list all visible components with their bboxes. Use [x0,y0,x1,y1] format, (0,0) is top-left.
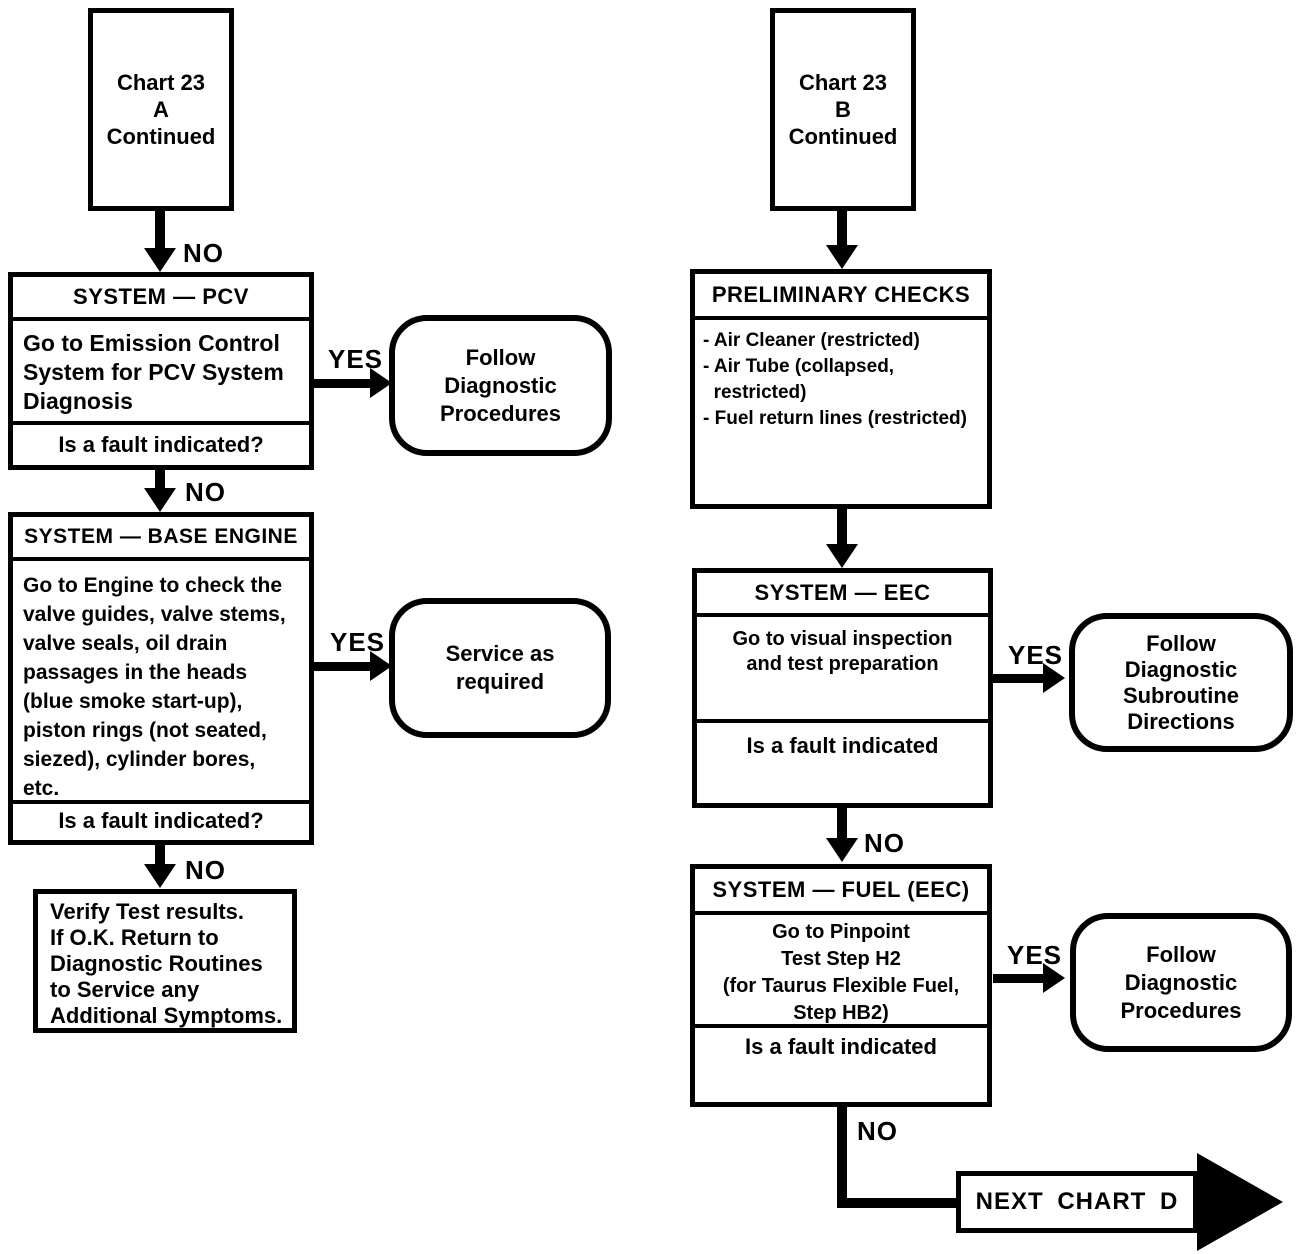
connector-line [314,662,374,671]
no-label: NO [857,1116,898,1146]
system-pcv-header: SYSTEM — PCV [13,277,309,321]
connector-line [155,470,165,490]
verify-test-results-node: Verify Test results. If O.K. Return to D… [33,889,297,1033]
connector-line [837,1198,958,1208]
start-node-chart-a: Chart 23 A Continued [88,8,234,211]
follow-diagnostic-procedures-node: Follow Diagnostic Procedures [389,315,612,456]
verify-test-results-text: Verify Test results. If O.K. Return to D… [50,899,283,1028]
system-base-engine-header: SYSTEM — BASE ENGINE [13,517,309,561]
service-as-required-node: Service as required [389,598,611,738]
connector-line [837,808,847,840]
arrow-down-icon [144,864,176,888]
arrow-down-icon [144,248,176,272]
arrow-right-icon [370,651,392,681]
follow-diagnostic-subroutine-label: Follow Diagnostic Subroutine Directions [1122,630,1240,734]
system-pcv-instruction: Go to Emission Control System for PCV Sy… [23,330,284,414]
preliminary-checks-header: PRELIMINARY CHECKS [695,274,987,320]
connector-line [837,211,847,247]
no-label: NO [183,238,224,268]
system-eec-node: SYSTEM — EEC Go to visual inspection and… [692,568,993,808]
next-chart-d-node: NEXT CHART D [956,1171,1198,1233]
follow-diagnostic-procedures-node-2: Follow Diagnostic Procedures [1070,913,1292,1052]
system-fuel-eec-header: SYSTEM — FUEL (EEC) [695,869,987,915]
arrow-right-icon [1043,963,1065,993]
connector-line [314,379,374,388]
yes-label: YES [1007,940,1063,970]
arrow-right-icon [1043,663,1065,693]
arrow-down-icon [826,838,858,862]
connector-line [837,509,847,546]
start-node-chart-a-label: Chart 23 A Continued [106,70,216,149]
follow-diagnostic-procedures-label-2: Follow Diagnostic Procedures [1120,941,1242,1023]
system-base-engine-node: SYSTEM — BASE ENGINE Go to Engine to che… [8,512,314,845]
system-pcv-node: SYSTEM — PCV Go to Emission Control Syst… [8,272,314,470]
arrow-down-icon [826,245,858,269]
system-eec-question: Is a fault indicated [697,719,988,803]
arrow-right-icon [370,368,392,398]
connector-line [993,974,1047,983]
connector-line [993,674,1047,683]
arrow-down-icon [826,544,858,568]
connector-line [155,845,165,866]
system-fuel-eec-node: SYSTEM — FUEL (EEC) Go to Pinpoint Test … [690,864,992,1107]
next-chart-arrow-icon [1197,1153,1283,1251]
start-node-chart-b: Chart 23 B Continued [770,8,916,211]
connector-line [837,1107,847,1208]
connector-line [155,211,165,250]
system-base-engine-instruction: Go to Engine to check the valve guides, … [23,574,286,800]
start-node-chart-b-label: Chart 23 B Continued [788,70,898,149]
system-fuel-eec-instruction: Go to Pinpoint Test Step H2 (for Taurus … [722,921,960,1024]
arrow-down-icon [144,488,176,512]
system-eec-header: SYSTEM — EEC [697,573,988,617]
system-fuel-eec-question: Is a fault indicated [695,1024,987,1102]
system-base-engine-question: Is a fault indicated? [13,800,309,840]
next-chart-d-label: NEXT CHART D [975,1188,1179,1215]
preliminary-checks-list: - Air Cleaner (restricted) - Air Tube (c… [703,330,967,429]
follow-diagnostic-procedures-label: Follow Diagnostic Procedures [439,344,562,426]
no-label: NO [185,477,226,507]
no-label: NO [864,828,905,858]
follow-diagnostic-subroutine-node: Follow Diagnostic Subroutine Directions [1069,613,1293,752]
yes-label: YES [1008,640,1064,670]
yes-label: YES [328,344,384,374]
system-pcv-question: Is a fault indicated? [13,421,309,465]
system-eec-instruction: Go to visual inspection and test prepara… [732,628,953,675]
service-as-required-label: Service as required [445,641,555,694]
preliminary-checks-node: PRELIMINARY CHECKS - Air Cleaner (restri… [690,269,992,509]
no-label: NO [185,855,226,885]
yes-label: YES [330,627,386,657]
